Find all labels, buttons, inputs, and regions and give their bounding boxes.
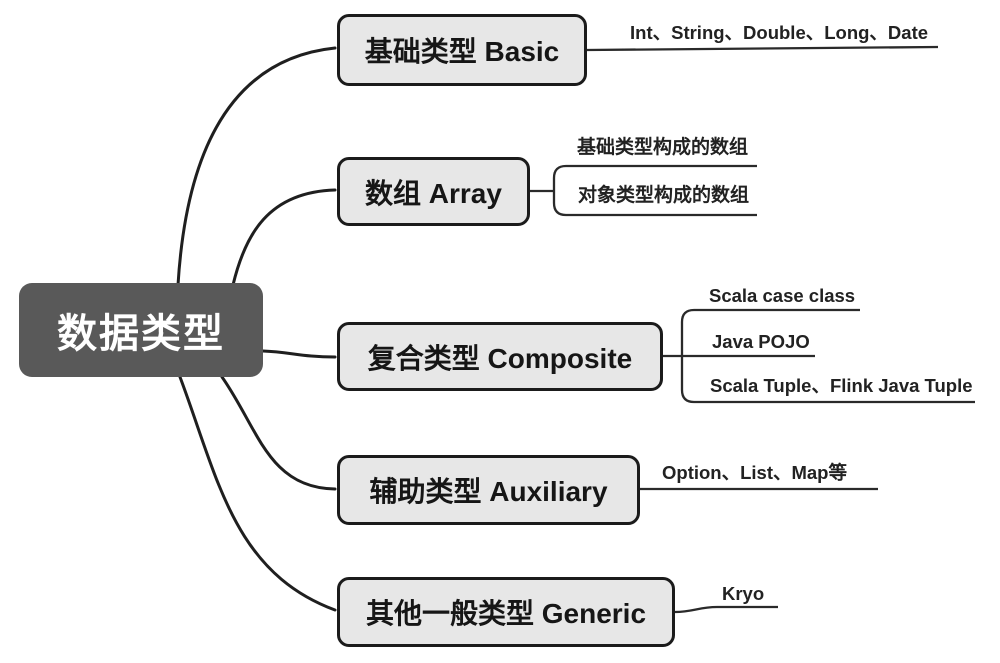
root-node-label: 数据类型 [57, 312, 225, 356]
branch-node-generic: 其他一般类型 Generic [337, 577, 675, 647]
edge-root-to-basic [176, 46, 337, 287]
branch-node-auxiliary-label: 辅助类型 Auxiliary [369, 476, 608, 507]
branch-node-composite-label: 复合类型 Composite [367, 342, 633, 374]
edge-root-to-array [231, 188, 337, 287]
edge-array-bracket [552, 164, 757, 217]
branch-node-basic-label: 基础类型 Basic [364, 36, 560, 67]
branch-node-array: 数组 Array [337, 157, 530, 226]
branch-node-composite: 复合类型 Composite [337, 322, 663, 391]
branch-node-array-label: 数组 Array [365, 177, 502, 209]
leaf-option-list-map: Option、List、Map等 [662, 462, 847, 483]
branch-node-generic-label: 其他一般类型 Generic [365, 598, 647, 629]
edge-composite-bracket [680, 308, 975, 404]
leaf-java-pojo: Java POJO [712, 331, 810, 352]
branch-node-auxiliary: 辅助类型 Auxiliary [337, 455, 640, 525]
leaf-scala-flink-tuple: Scala Tuple、Flink Java Tuple [710, 375, 973, 396]
leaf-basic-types: Int、String、Double、Long、Date [630, 22, 929, 43]
leaf-kryo: Kryo [722, 583, 765, 604]
edge-generic-leaf [674, 605, 778, 614]
branch-node-basic: 基础类型 Basic [337, 14, 587, 86]
leaf-scala-case-class: Scala case class [709, 285, 856, 306]
edge-root-to-composite [261, 349, 337, 359]
leaf-array-object: 对象类型构成的数组 [578, 185, 750, 206]
root-node-data-types: 数据类型 [19, 283, 263, 377]
edge-root-to-auxiliary [220, 375, 337, 491]
edge-basic-leaf [586, 45, 939, 52]
edge-root-to-generic [178, 375, 337, 612]
leaf-array-primitive: 基础类型构成的数组 [577, 137, 749, 158]
